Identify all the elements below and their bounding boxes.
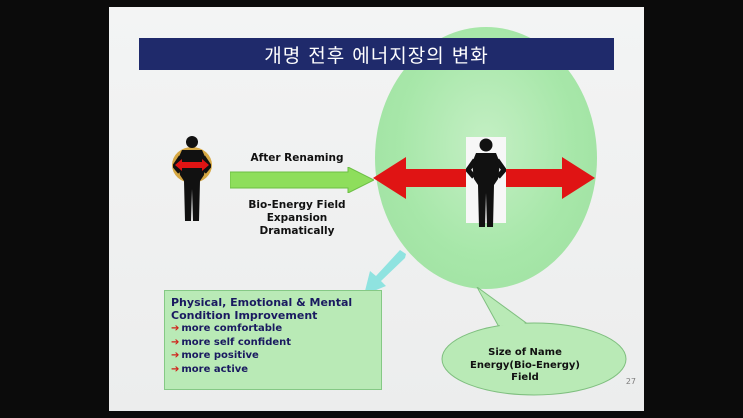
list-item: ➔more comfortable bbox=[171, 322, 375, 336]
condition-improvement-box: Physical, Emotional & Mental Condition I… bbox=[164, 290, 382, 390]
list-item: ➔more active bbox=[171, 363, 375, 377]
list-item: ➔more self confident bbox=[171, 336, 375, 350]
bubble-text: Size of Name Energy(Bio-Energy) Field bbox=[459, 347, 591, 385]
bubble-line-2: Energy(Bio-Energy) bbox=[470, 359, 580, 371]
list-item: ➔more positive bbox=[171, 349, 375, 363]
businessman-after-icon bbox=[466, 138, 506, 227]
green-right-arrow-icon bbox=[230, 167, 374, 193]
expansion-label: Bio-Energy Field Expansion Dramatically bbox=[237, 199, 357, 238]
page-number: 27 bbox=[625, 377, 636, 386]
list-item-text: more comfortable bbox=[181, 323, 283, 334]
slide: 개명 전후 에너지장의 변화 After Renaming Bio-Energy… bbox=[109, 7, 644, 411]
list-item-text: more positive bbox=[181, 350, 259, 361]
speech-bubble bbox=[441, 287, 627, 396]
list-item-text: more self confident bbox=[181, 336, 292, 348]
right-arrow-bullet-icon: ➔ bbox=[171, 323, 180, 334]
right-arrow-bullet-icon: ➔ bbox=[171, 350, 180, 361]
box-title-line-1: Physical, Emotional & Mental bbox=[171, 296, 353, 309]
list-item-text: more active bbox=[181, 363, 249, 375]
expansion-line-1: Bio-Energy Field bbox=[248, 199, 346, 211]
after-renaming-label: After Renaming bbox=[250, 152, 344, 164]
bubble-line-1: Size of Name bbox=[488, 347, 562, 358]
small-double-arrow-icon bbox=[175, 159, 209, 171]
expansion-line-2: Expansion bbox=[266, 212, 328, 224]
box-title-line-2: Condition Improvement bbox=[171, 309, 318, 322]
right-arrow-bullet-icon: ➔ bbox=[171, 363, 180, 375]
expansion-line-3: Dramatically bbox=[259, 225, 335, 237]
bubble-line-3: Field bbox=[511, 372, 539, 383]
businessman-before-icon bbox=[173, 136, 211, 221]
pointer-arrow-icon bbox=[364, 250, 406, 295]
slide-title: 개명 전후 에너지장의 변화 bbox=[139, 38, 614, 70]
right-arrow-bullet-icon: ➔ bbox=[171, 336, 180, 348]
